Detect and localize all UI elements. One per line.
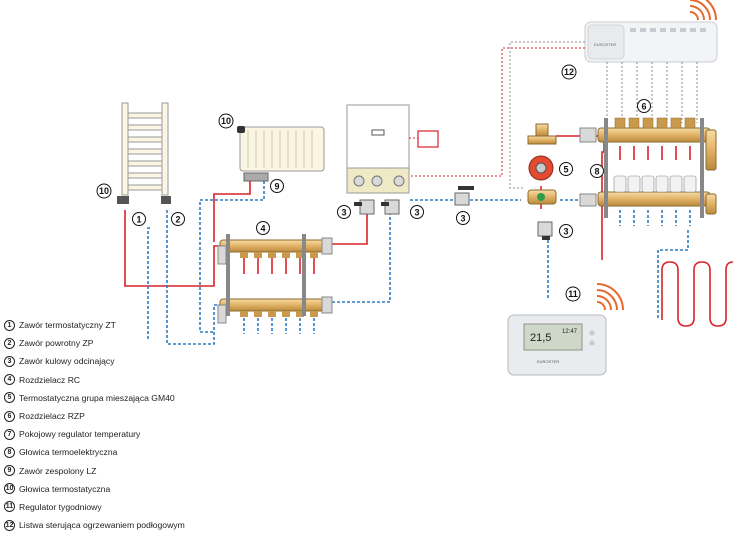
legend-item: 6 Rozdzielacz RZP	[4, 407, 304, 425]
svg-text:12: 12	[564, 67, 574, 77]
legend-number: 9	[4, 465, 15, 477]
legend-item: 7 Pokojowy regulator temperatury	[4, 425, 304, 443]
legend-item: 8 Głowica termoelektryczna	[4, 443, 304, 461]
manifold-rzp	[579, 117, 717, 218]
legend-number: 10	[4, 483, 15, 495]
callout-10: 10	[218, 113, 234, 129]
ball-valve	[454, 186, 474, 206]
callout-12: 12	[561, 64, 577, 80]
legend-label: Zawór termostatyczny ZT	[19, 320, 116, 331]
panel-radiator	[237, 126, 325, 182]
svg-text:3: 3	[341, 208, 346, 218]
svg-text:11: 11	[568, 289, 578, 299]
legend-item: 9 Zawór zespolony LZ	[4, 462, 304, 480]
thermostat-brand: EUROSTER	[537, 359, 559, 364]
legend-number: 6	[4, 410, 15, 422]
legend-number: 8	[4, 446, 15, 458]
legend-number: 3	[4, 355, 15, 367]
svg-text:10: 10	[99, 186, 109, 196]
callout-1: 1	[132, 212, 146, 226]
legend-number: 2	[4, 337, 15, 349]
legend-label: Zawór zespolony LZ	[19, 465, 97, 476]
manifold-rc	[217, 234, 333, 324]
legend-number: 4	[4, 374, 15, 386]
callout-6: 6	[637, 99, 651, 113]
callout-5: 5	[559, 162, 573, 176]
callout-11: 11	[565, 286, 581, 302]
legend-item: 3 Zawór kulowy odcinający	[4, 352, 304, 370]
callout-3: 3	[559, 224, 573, 238]
legend-label: Listwa sterująca ogrzewaniem podłogowym	[19, 520, 185, 531]
legend-label: Pokojowy regulator temperatury	[19, 429, 141, 440]
legend-number: 11	[4, 501, 15, 513]
boiler	[346, 104, 410, 194]
legend-label: Rozdzielacz RZP	[19, 411, 85, 422]
legend-item: 2 Zawór powrotny ZP	[4, 334, 304, 352]
controller-brand: EUROSTER	[594, 42, 616, 47]
thermostat-temp: 21,5	[530, 332, 551, 344]
legend-label: Głowica termoelektryczna	[19, 447, 118, 458]
legend-item: 5 Termostatyczna grupa mieszająca GM40	[4, 389, 304, 407]
boiler-control-wire	[410, 47, 585, 177]
mixing-group	[527, 123, 557, 205]
callout-3: 3	[456, 211, 470, 225]
svg-text:10: 10	[221, 116, 231, 126]
thermostatic-head-icon	[117, 196, 129, 204]
callout-8: 8	[590, 164, 604, 178]
svg-text:2: 2	[175, 215, 180, 225]
legend-label: Głowica termostatyczna	[19, 483, 111, 494]
svg-text:8: 8	[594, 167, 599, 177]
control-strip: EUROSTER	[584, 21, 718, 63]
thermostat-time: 12:47	[562, 329, 578, 335]
svg-text:5: 5	[563, 165, 568, 175]
svg-text:9: 9	[274, 182, 279, 192]
legend-item: 12 Listwa sterująca ogrzewaniem podłogowy…	[4, 516, 304, 534]
room-controller-box	[417, 130, 439, 148]
signal-wires	[509, 41, 698, 189]
ball-valve	[354, 199, 375, 215]
callout-3: 3	[410, 205, 424, 219]
legend-item: 10 Głowica termostatyczna	[4, 480, 304, 498]
legend-label: Zawór powrotny ZP	[19, 338, 94, 349]
return-pipes	[147, 181, 691, 345]
svg-text:3: 3	[563, 227, 568, 237]
legend-label: Zawór kulowy odcinający	[19, 356, 115, 367]
callout-9: 9	[270, 179, 284, 193]
legend-label: Regulator tygodniowy	[19, 501, 102, 512]
callout-10: 10	[96, 183, 112, 199]
ball-valve	[381, 199, 400, 215]
legend-label: Rozdzielacz RC	[19, 374, 81, 385]
return-valve-icon	[161, 196, 171, 204]
legend-number: 7	[4, 428, 15, 440]
wireless-signal-icon	[689, 0, 717, 21]
towel-radiator	[121, 102, 169, 196]
svg-text:4: 4	[260, 224, 265, 234]
ball-valve	[537, 221, 553, 240]
svg-text:3: 3	[460, 214, 465, 224]
legend-number: 5	[4, 392, 15, 404]
legend-number: 12	[4, 519, 15, 531]
svg-text:6: 6	[641, 102, 646, 112]
svg-text:3: 3	[414, 208, 419, 218]
wireless-signal-icon	[596, 283, 624, 311]
legend-item: 1 Zawór termostatyczny ZT	[4, 316, 304, 334]
callout-3: 3	[337, 205, 351, 219]
weekly-thermostat: 21,5 12:47 EUROSTER	[507, 314, 607, 376]
svg-text:1: 1	[136, 215, 141, 225]
legend-number: 1	[4, 319, 15, 331]
legend-label: Termostatyczna grupa mieszająca GM40	[19, 392, 175, 403]
legend: 1 Zawór termostatyczny ZT 2 Zawór powrotny…	[4, 316, 304, 534]
callout-2: 2	[171, 212, 185, 226]
legend-item: 4 Rozdzielacz RC	[4, 371, 304, 389]
callout-4: 4	[256, 221, 270, 235]
legend-item: 11 Regulator tygodniowy	[4, 498, 304, 516]
supply-pipes	[124, 135, 734, 327]
